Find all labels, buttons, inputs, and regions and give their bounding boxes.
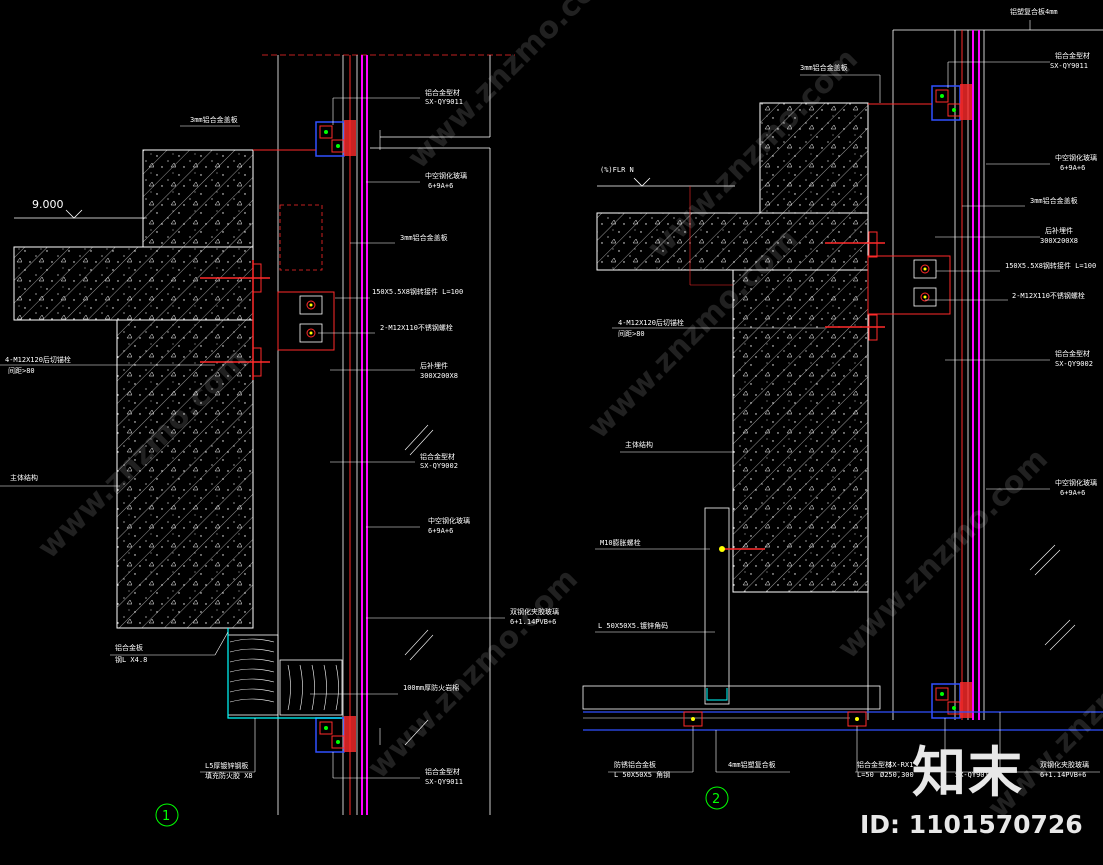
annotation-label: SX-RX1 [888,761,913,769]
aluminium-profile-bottom-2 [931,682,972,719]
annotation-label: 后补埋件 [1045,226,1073,235]
concrete-structure-2 [596,102,869,593]
annotation-label: 2-M12X110不锈钢螺栓 [380,323,453,332]
annotation-label: L5厚镀锌钢板 [205,761,248,770]
annotation-label: 钢L X4.8 [115,655,147,664]
annotation-label: 中空钢化玻璃 [1055,478,1097,487]
annotation-label: SX-QY9011 [1050,62,1088,70]
annotation-label: 铝合金型材 [425,88,460,97]
detail-1-marker [155,803,179,827]
annotation-label: 2-M12X110不锈钢螺栓 [1012,291,1085,300]
detail-1-number: 1 [162,809,170,824]
annotation-label: 3mm铝合金盖板 [400,233,448,242]
aluminium-profile-bottom [315,716,356,753]
annotation-label: 防锈铝合金板 [614,760,656,769]
annotation-label: 3mm铝合金盖板 [190,115,238,124]
leader-lines-2 [595,20,1100,773]
annotation-label: M10膨胀螺栓 [600,538,641,547]
annotation-label: 4-M12X120后切锚栓 [618,318,684,327]
id-watermark: ID: 1101570726 [860,810,1083,839]
annotation-label: 主体结构 [625,440,653,449]
annotation-label: 100mm厚防火岩棉 [403,683,459,692]
annotation-label: 300X200X8 [420,372,458,380]
annotation-label: 铝塑复合板4mm [1010,7,1058,16]
annotation-labels: 3mm铝合金盖板铝合金型材SX-QY9011中空钢化玻璃6+9A+63mm铝合金… [5,7,1097,786]
annotation-label: 双钢化夹胶玻璃 [1040,760,1089,769]
annotation-label: SX-QY9011 [425,778,463,786]
aluminium-profile-top-2 [931,84,972,121]
fire-insulation [227,634,343,716]
annotation-label: 铝合金型材 [420,452,455,461]
detail-2: (%)FLR N [582,20,1103,810]
detail-2-number: 2 [712,792,720,807]
watermark-text: www.znzmo.com [401,0,625,176]
annotation-label: Ø250,300 [880,771,914,779]
annotation-label: 4mm铝塑复合板 [728,760,776,769]
leader-lines-1 [0,97,505,779]
steel-bracket [277,291,335,351]
detail-2-marker [705,786,729,810]
annotation-label: 主体结构 [10,473,38,482]
annotation-label: 6+9A+6 [1060,489,1085,497]
annotation-label: 中空钢化玻璃 [428,516,470,525]
annotation-label: 3mm铝合金盖板 [800,63,848,72]
annotation-label: 铝合金型材 [425,767,460,776]
annotation-label: 6+9A+6 [428,527,453,535]
annotation-label: SX-QY9002 [1055,360,1093,368]
annotation-label: L=50 [857,771,874,779]
annotation-label: 铝合金型材 [1055,349,1090,358]
annotation-label: 铝合金板 [115,643,143,652]
annotation-label: 间距>80 [8,367,35,375]
annotation-label: 后补埋件 [420,361,448,370]
annotation-label: 150X5.5X8钢转接件 L=100 [372,287,463,296]
aluminium-profile-top [315,120,356,157]
detail-1: 9.000 [0,54,515,827]
annotation-label: 间距>80 [618,330,645,338]
annotation-label: L 50X50X5.镀锌角码 [598,621,668,630]
annotation-label: 6+9A+6 [428,182,453,190]
annotation-label: 4-M12X120后切锚栓 [5,355,71,364]
elevation-mark: 9.000 [32,198,64,211]
annotation-label: SX-QY9002 [420,462,458,470]
annotation-label: 150X5.5X8钢转接件 L=100 [1005,261,1096,270]
annotation-label: 6+1.14PVB+6 [1040,771,1086,779]
annotation-label: 3mm铝合金盖板 [1030,196,1078,205]
concrete-structure [13,149,254,629]
annotation-label: 中空钢化玻璃 [425,171,467,180]
annotation-label: 双钢化夹胶玻璃 [510,607,559,616]
steel-bracket-2 [867,255,951,315]
annotation-label: 铝合金型材 [857,760,892,769]
annotation-label: 6+9A+6 [1060,164,1085,172]
annotation-label: SX-QY9011 [425,98,463,106]
brand-watermark: 知末 [912,741,1024,804]
annotation-label: 300X200X8 [1040,237,1078,245]
annotation-label: 填充防火胶 X8 [205,771,253,780]
annotation-label: SX-QY9011 [955,771,993,779]
watermark-text: www.znzmo.com [361,562,585,786]
annotation-label: L 50X50X5 角钢 [614,770,670,779]
steel-hanger [704,507,730,705]
floor-marker: (%)FLR N [600,166,634,174]
annotation-label: 中空钢化玻璃 [1055,153,1097,162]
annotation-label: 6+1.14PVB+6 [510,618,556,626]
annotation-label: 铝合金型材 [1055,51,1090,60]
